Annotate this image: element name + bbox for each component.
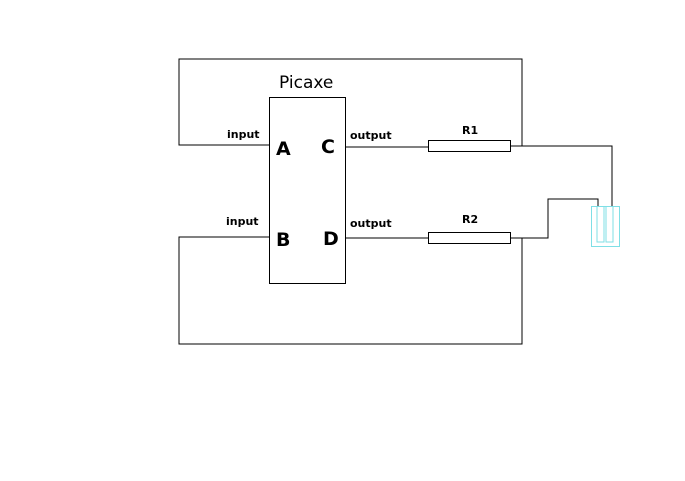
resistor-r1-label: R1 — [462, 124, 478, 137]
wire-bottom-loop — [178, 236, 523, 345]
wire-r2-to-component — [511, 198, 599, 239]
resistor-r2 — [428, 232, 511, 244]
component-icon — [591, 206, 620, 247]
resistor-r1 — [428, 140, 511, 152]
input-label-bottom: input — [226, 215, 259, 228]
input-label-top: input — [227, 128, 260, 141]
pin-d-label: D — [323, 228, 339, 250]
pin-b-label: B — [276, 229, 290, 251]
resistor-r2-label: R2 — [462, 213, 478, 226]
pin-a-label: A — [276, 138, 291, 160]
chip-title: Picaxe — [279, 73, 333, 93]
picaxe-chip — [269, 97, 346, 284]
pin-c-label: C — [321, 136, 335, 158]
wire-top-loop — [178, 58, 523, 146]
output-label-bottom: output — [350, 217, 392, 230]
wire-r1-to-component — [511, 145, 613, 206]
output-label-top: output — [350, 129, 392, 142]
